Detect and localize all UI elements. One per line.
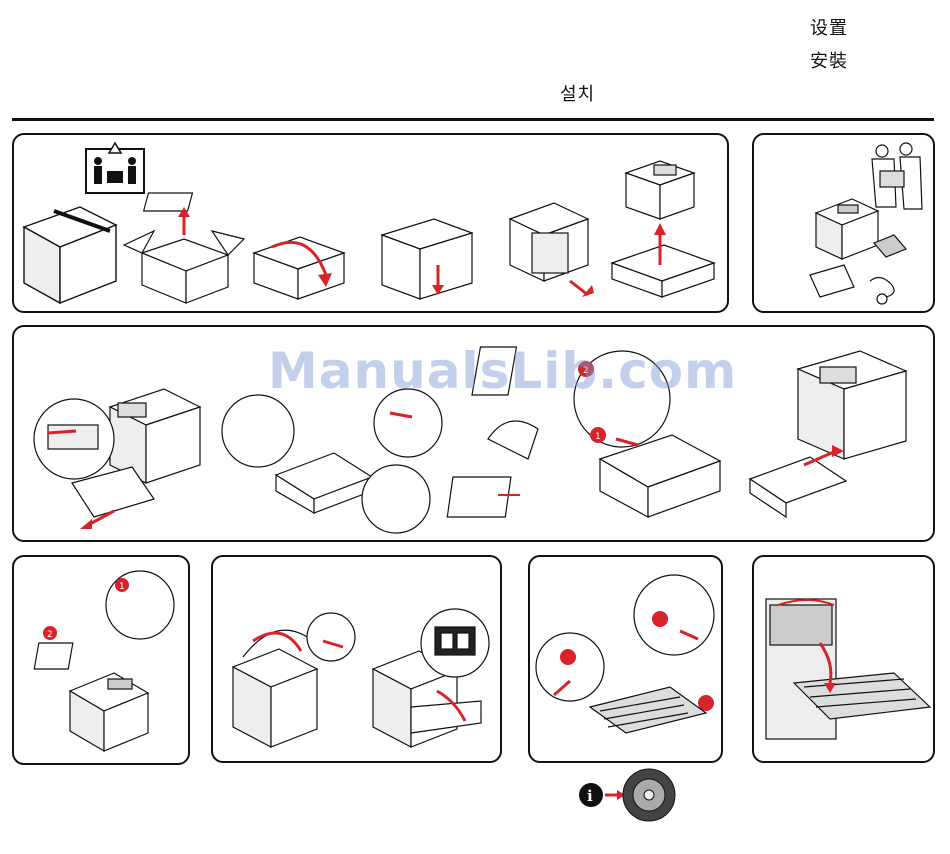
- svg-text:i: i: [587, 787, 593, 805]
- shipping-box-illustration: [24, 207, 116, 303]
- unpacking-illustration: [14, 135, 729, 313]
- cd-icon: [877, 294, 887, 304]
- output-bin-illustration: 1 2: [14, 557, 190, 765]
- panel-front-door: [211, 555, 502, 763]
- flex-paper-step: [447, 347, 538, 517]
- header-divider: [12, 118, 934, 121]
- packing-removal-illustration: [530, 557, 723, 763]
- open-box-step: [124, 193, 244, 303]
- info-icon[interactable]: i: [579, 783, 603, 807]
- panel-load-paper-tray: 2 1: [12, 325, 935, 542]
- info-cd-group: i: [575, 765, 695, 825]
- load-paper-illustration: 2 1: [14, 327, 935, 542]
- callout-1-outputbin: 1: [119, 582, 125, 592]
- panel-box-contents: [752, 133, 935, 313]
- box-contents-illustration: [754, 135, 935, 313]
- fold-flaps-step: [254, 237, 344, 299]
- remove-inserts-step: [382, 219, 472, 299]
- cd-icon: [623, 769, 675, 821]
- lift-printer-step: [612, 161, 714, 297]
- title-traditional-chinese: 安裝: [810, 47, 848, 73]
- callout-1-loadpaper: 1: [595, 432, 601, 442]
- slide-out-step: [510, 203, 594, 297]
- panel-close-door: [752, 555, 935, 763]
- title-simplified-chinese: 设置: [810, 14, 848, 40]
- panel-unpacking: [12, 133, 729, 313]
- panel-output-bin: 1 2: [12, 555, 190, 765]
- panel-packing-removal: [528, 555, 723, 763]
- callout-2-outputbin: 2: [47, 630, 53, 640]
- callout-2-loadpaper: 2: [583, 366, 589, 376]
- title-korean: 설치: [560, 80, 595, 106]
- front-door-illustration: [213, 557, 502, 763]
- two-person-lift-warning-icon: [86, 143, 144, 193]
- close-door-illustration: [754, 557, 935, 763]
